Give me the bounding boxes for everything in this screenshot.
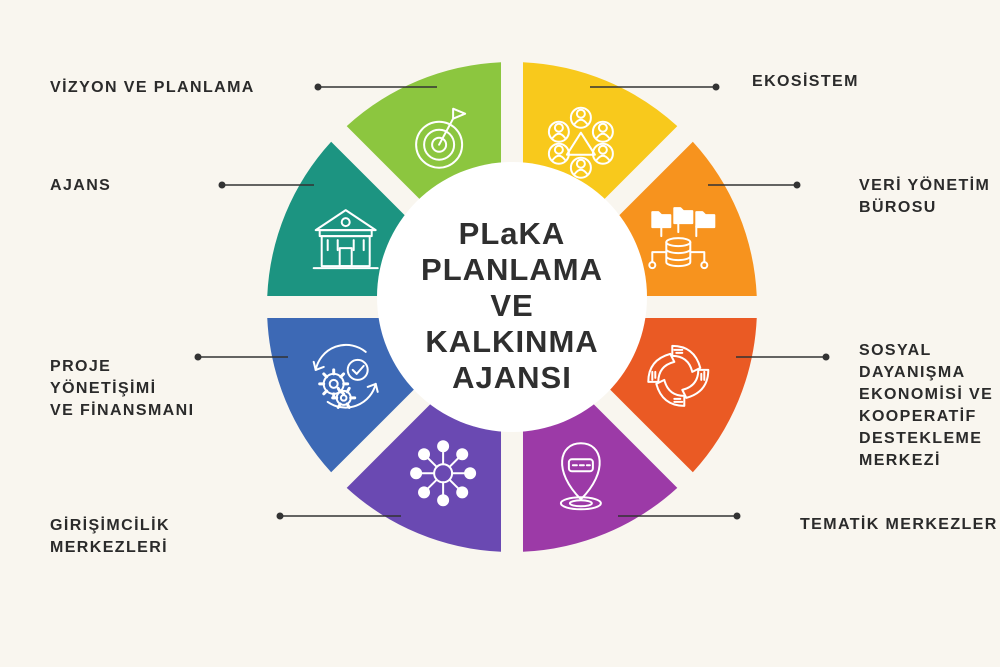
- leader-dot-proje: [194, 353, 202, 361]
- building-icon: [312, 209, 379, 270]
- label-ajans: AJANS: [50, 177, 112, 194]
- gears-check-icon: [312, 343, 379, 409]
- center-title-line-1: PLaKA: [459, 216, 566, 251]
- segment-girisim[interactable]: [346, 387, 502, 552]
- hub-network-icon: [410, 440, 477, 507]
- leader-dot-girisim: [276, 512, 284, 520]
- leader-dot-ajans: [218, 181, 226, 189]
- label-proje-yonetisimi: PROJE YÖNETİŞİMİ VE FİNANSMANI: [50, 358, 195, 419]
- center-circle: [377, 162, 647, 432]
- leader-dot-sosyal: [822, 353, 830, 361]
- center-title-line-4: KALKINMA: [425, 324, 598, 359]
- label-sosyal-dayanisma: SOSYAL DAYANIŞMA EKONOMİSİ VE KOOPERATİF…: [859, 342, 994, 469]
- label-vizyon-ve-planlama: VİZYON VE PLANLAMA: [50, 79, 255, 96]
- label-veri-yonetim-burosu: VERİ YÖNETİM BÜROSU: [859, 177, 991, 216]
- center-title-line-5: AJANSI: [452, 360, 572, 395]
- database-folders-icon: [648, 207, 716, 270]
- label-ekosistem: EKOSİSTEM: [752, 73, 859, 90]
- leader-dot-vizyon: [314, 83, 322, 91]
- leader-dot-veri: [793, 181, 801, 189]
- segment-tematik[interactable]: [522, 387, 678, 552]
- target-flag-icon: [415, 107, 467, 169]
- people-network-icon: [547, 106, 614, 179]
- center-title-line-3: VE: [490, 288, 533, 323]
- leader-dot-ekosistem: [712, 83, 720, 91]
- label-girisimcilik-merkezleri: GİRİŞİMCİLİK MERKEZLERİ: [50, 517, 170, 556]
- joined-hands-icon: [647, 344, 710, 407]
- location-pin-icon: [559, 442, 602, 511]
- center-title-line-2: PLANLAMA: [421, 252, 603, 287]
- label-tematik-merkezler: TEMATİK MERKEZLER: [800, 516, 998, 533]
- leader-dot-tematik: [733, 512, 741, 520]
